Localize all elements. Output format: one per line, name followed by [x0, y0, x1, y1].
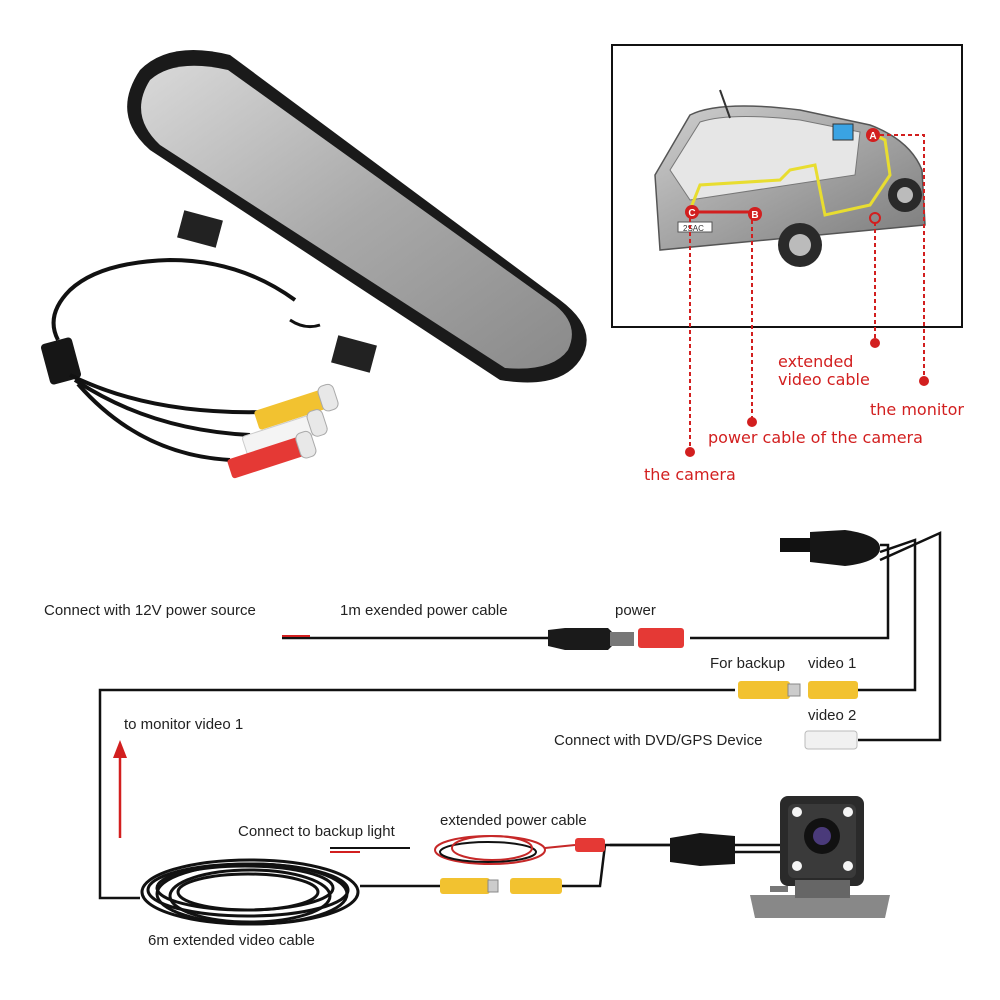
rca-video1-jack — [808, 681, 858, 699]
camera-junction — [670, 833, 735, 866]
rear-camera — [750, 796, 890, 918]
rca-camera-jack — [510, 878, 562, 894]
label-dvd-gps: Connect with DVD/GPS Device — [554, 732, 763, 749]
callout-camera: the camera — [644, 465, 736, 484]
callout-video-cable: extended video cable — [778, 352, 870, 389]
power-plug-male — [548, 628, 634, 650]
backup-light-wire — [330, 847, 410, 853]
camera-pigtail-connector — [780, 530, 880, 566]
callout-dots — [685, 338, 929, 457]
label-ext-power: extended power cable — [440, 812, 587, 829]
label-backup-light: Connect to backup light — [238, 823, 395, 840]
marker-a-text: A — [869, 131, 876, 142]
rca-video2-jack — [804, 730, 858, 750]
label-video1: video 1 — [808, 655, 857, 672]
label-power-cable: 1m exended power cable — [340, 602, 508, 619]
label-power: power — [615, 602, 656, 619]
label-video2: video 2 — [808, 707, 857, 724]
marker-c-text: C — [688, 208, 695, 219]
extended-power-coil — [434, 835, 576, 865]
arrow-up-icon — [113, 740, 127, 838]
label-for-backup: For backup — [710, 655, 786, 672]
marker-a: A — [866, 128, 880, 142]
ext-power-plug — [575, 838, 605, 852]
license-plate: 2SAC — [683, 224, 704, 233]
callout-camera-power: power cable of the camera — [708, 428, 923, 447]
rca-backup-plug — [738, 681, 801, 699]
power-plug-female — [638, 628, 684, 648]
label-power-source: Connect with 12V power source — [44, 602, 256, 619]
marker-b: B — [748, 207, 762, 221]
callout-leaders — [689, 134, 925, 450]
rca-coil-plug — [440, 878, 499, 894]
wiring-cables — [98, 531, 942, 900]
video-cable-coil — [140, 858, 360, 926]
marker-b-text: B — [751, 210, 758, 221]
callout-monitor: the monitor — [870, 400, 964, 419]
mirror-monitor — [41, 50, 587, 479]
label-to-monitor: to monitor video 1 — [124, 716, 244, 733]
marker-c: C — [685, 205, 699, 219]
car-illustration: 2SAC — [654, 89, 926, 267]
label-ext-video: 6m extended video cable — [148, 932, 315, 949]
